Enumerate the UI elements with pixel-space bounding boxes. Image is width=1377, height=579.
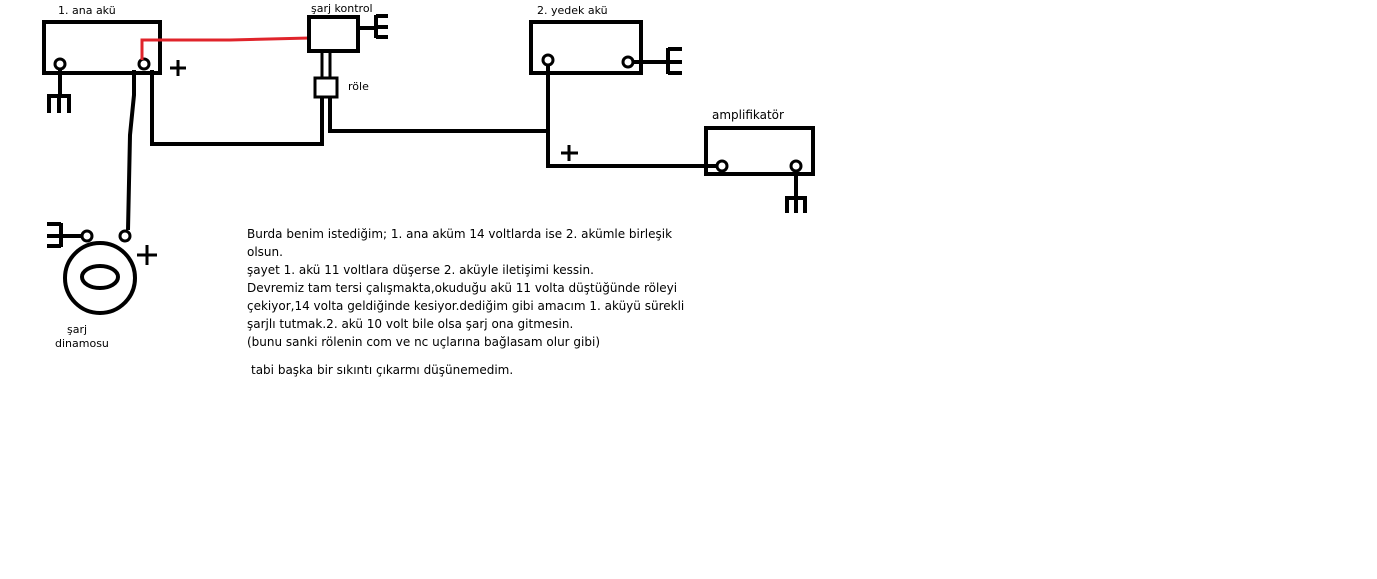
backup-battery [529,20,643,75]
note-line: şayet 1. akü 11 voltlara düşerse 2. aküy… [247,263,594,277]
plus-icon [137,245,157,265]
note-line: Devremiz tam tersi çalışmakta,okuduğu ak… [247,281,678,295]
amplifier-ground-icon [785,171,807,213]
positive-wire-red [140,36,311,60]
note-line: (bunu sanki rölenin com ve nc uçlarına b… [247,335,601,349]
relay-label: röle [348,80,369,93]
plus-icon [561,145,578,161]
amplifier-label: amplifikatör [712,108,784,122]
backup-battery-label: 2. yedek akü [537,4,608,17]
explanation-note: Burda benim istediğim; 1. ana aküm 14 vo… [247,225,717,379]
relay [313,51,339,99]
wires [126,65,716,231]
backup-battery-ground-icon [633,47,682,75]
main-battery-label: 1. ana akü [58,4,116,17]
note-footer: tabi başka bir sıkıntı çıkarmı düşünemed… [251,363,514,377]
charge-control [307,15,360,53]
main-battery-ground-icon [47,69,71,113]
charge-control-label: şarj kontrol [311,2,373,15]
note-line: Burda benim istediğim; 1. ana aküm 14 vo… [247,227,673,241]
charge-control-ground-icon [358,14,388,39]
charge-dynamo-label-line1: şarj [67,323,88,336]
charge-dynamo [63,229,137,315]
charge-dynamo-label-line2: dinamosu [55,337,109,350]
note-line: olsun. [247,245,283,259]
plus-icon [170,60,186,76]
amplifier [704,126,815,176]
note-line: şarjlı tutmak.2. akü 10 volt bile olsa ş… [247,317,574,331]
dynamo-ground-icon [47,222,82,248]
note-line: çekiyor,14 volta geldiğinde kesiyor.dedi… [247,299,685,313]
